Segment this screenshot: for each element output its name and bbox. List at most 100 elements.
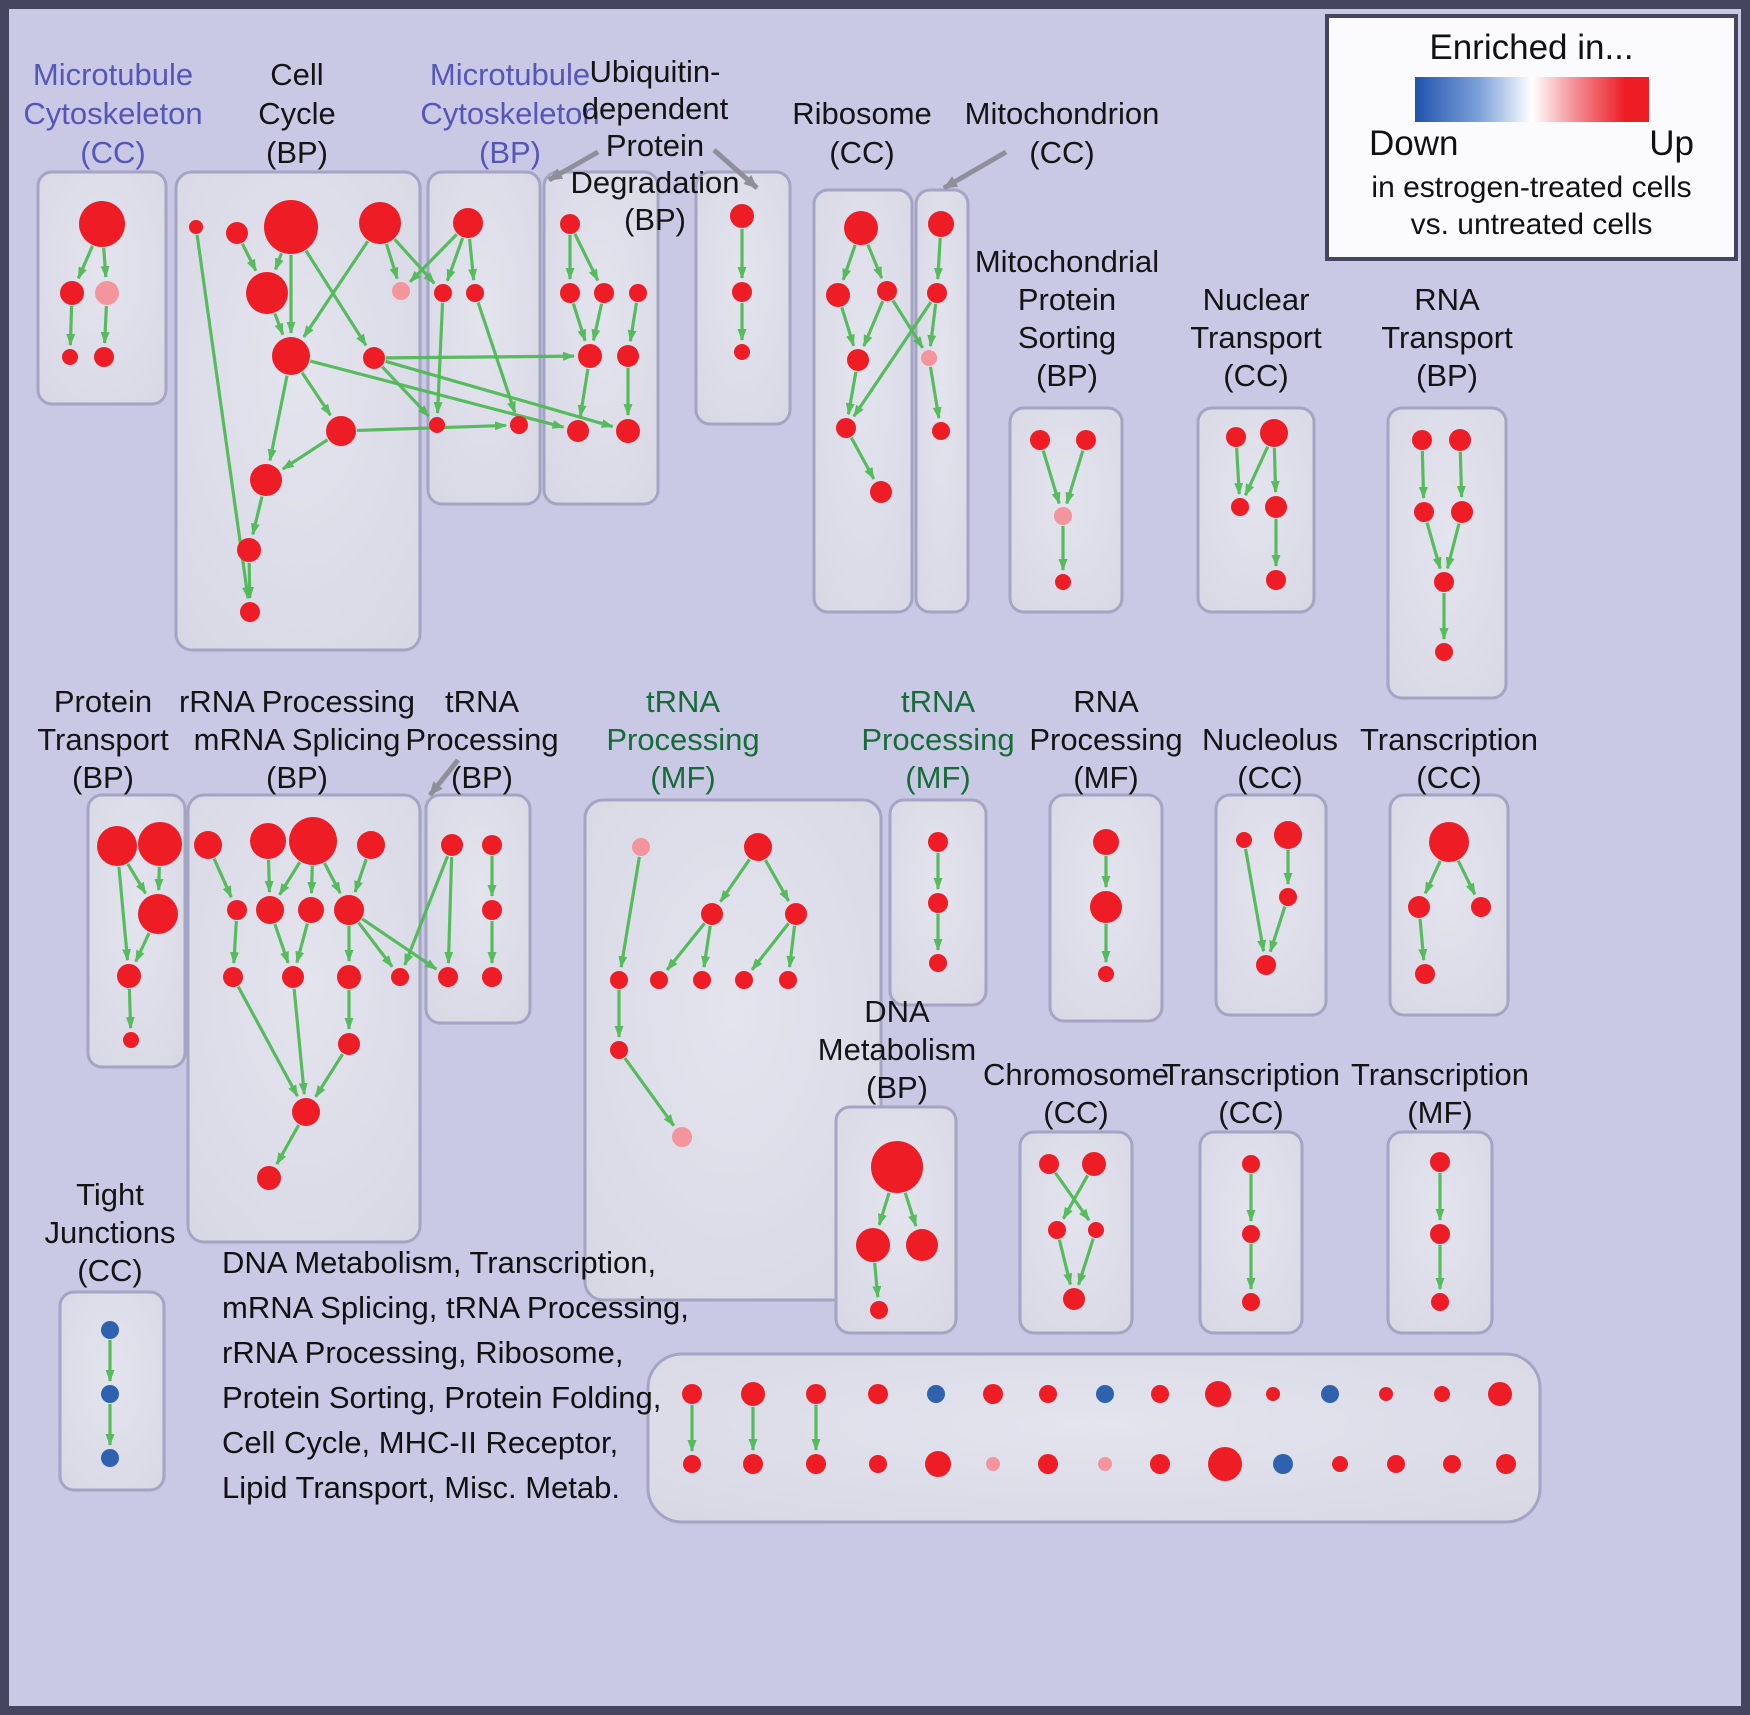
go-node-chromosome_cc-0 — [1039, 1154, 1059, 1174]
edge-arrow — [273, 923, 290, 964]
edge-arrow — [468, 238, 478, 282]
edge-arrow — [852, 301, 933, 418]
go-node-ubiquitin_bp-2 — [560, 283, 580, 303]
go-node-microtubule_bp-1 — [434, 284, 452, 302]
go-node-misc-8 — [983, 1384, 1003, 1404]
edge-arrow — [840, 306, 856, 347]
go-node-chromosome_cc-1 — [1082, 1152, 1106, 1176]
go-node-misc-15 — [1379, 1387, 1393, 1401]
edge-arrow — [933, 237, 943, 281]
go-node-microtubule_bp-2 — [466, 284, 484, 302]
edge-arrow — [100, 247, 110, 279]
go-node-protein_transport-4 — [123, 1032, 139, 1048]
go-node-mitochondrion_cc-0 — [928, 211, 954, 237]
go-node-protein_transport-2 — [138, 894, 178, 934]
go-node-cell_cycle-10 — [237, 538, 261, 562]
go-node-trna_bp-2 — [482, 900, 502, 920]
group-box-rna_transport — [1386, 406, 1508, 700]
go-node-misc-7 — [927, 1385, 945, 1403]
go-node-rrna_mrna-14 — [257, 1166, 281, 1190]
go-node-misc-22 — [1098, 1457, 1112, 1471]
nodes-layer — [60, 200, 1516, 1481]
go-node-misc-3 — [743, 1454, 763, 1474]
go-node-microtubule_cc-2 — [95, 281, 119, 305]
go-node-chromosome_cc-3 — [1088, 1222, 1104, 1238]
go-node-rrna_mrna-2 — [289, 817, 337, 865]
edge-arrow — [1041, 450, 1061, 505]
edge-arrow — [786, 925, 797, 969]
edge-arrow — [627, 302, 639, 343]
go-node-trna_bp-3 — [438, 967, 458, 987]
edge-arrow — [444, 856, 454, 965]
annotation-arrow — [712, 148, 759, 190]
go-node-misc-14 — [1321, 1385, 1339, 1403]
group-label-ribosome_cc: Ribosome(CC) — [792, 96, 932, 170]
edge-arrow — [877, 1192, 891, 1226]
go-node-rna_transport-5 — [1435, 643, 1453, 661]
edge-arrow — [618, 856, 641, 969]
go-node-transcription_mf-2 — [1431, 1293, 1449, 1311]
group-box-nuclear_transport — [1196, 406, 1316, 614]
go-node-mitochondrion_cc-3 — [932, 422, 950, 440]
legend-up-label: Up — [1649, 124, 1694, 163]
edge-arrow — [1061, 1174, 1090, 1220]
caption-line: Cell Cycle, MHC-II Receptor, — [222, 1425, 619, 1460]
edge-arrow — [273, 312, 285, 336]
annotation-arrow — [942, 149, 1008, 191]
go-node-rna_processing_mf-0 — [1093, 829, 1119, 855]
go-node-misc-19 — [925, 1451, 951, 1477]
go-node-ribosome_cc-2 — [877, 281, 897, 301]
edge-arrow — [1065, 450, 1085, 505]
caption-line: DNA Metabolism, Transcription, — [222, 1245, 657, 1280]
go-node-trna_mf_big-0 — [632, 838, 650, 856]
go-node-nucleolus-1 — [1274, 821, 1302, 849]
edge-arrow — [891, 299, 924, 349]
go-node-misc-2 — [741, 1382, 765, 1406]
edge-arrow — [701, 925, 712, 969]
edge-arrow — [1445, 523, 1461, 570]
go-node-transcription_cc_bottom-2 — [1242, 1293, 1260, 1311]
go-node-dna_metabolism-0 — [871, 1141, 923, 1193]
go-node-rna_transport-1 — [1449, 429, 1471, 451]
go-node-mitochondrion_cc-2 — [921, 350, 937, 366]
group-box-chromosome_cc — [1018, 1130, 1134, 1335]
go-node-ribosome_cc-3 — [847, 349, 869, 371]
go-node-ribosome_cc-5 — [870, 481, 892, 503]
edge-arrow — [361, 917, 438, 971]
go-node-trna_mf_big-10 — [672, 1127, 692, 1147]
go-node-transcription_mf-1 — [1430, 1224, 1450, 1244]
go-node-mito_protein_sorting-2 — [1054, 507, 1072, 525]
edge-arrow — [240, 243, 258, 272]
group-label-mitochondrion_cc: Mitochondrion(CC) — [965, 96, 1160, 170]
go-node-rna_transport-3 — [1451, 501, 1473, 523]
go-node-ribosome_cc-4 — [836, 418, 856, 438]
edge-arrow — [353, 858, 368, 893]
edge-arrow — [125, 988, 135, 1030]
go-node-trna_mf_small-1 — [928, 893, 948, 913]
go-node-microtubule_bp-4 — [510, 416, 528, 434]
edge-arrow — [302, 240, 370, 338]
edge-arrow — [66, 305, 76, 347]
misc-group-caption: DNA Metabolism, Transcription, mRNA Spli… — [222, 1240, 689, 1510]
go-node-microtubule_bp-0 — [453, 208, 483, 238]
annotation-arrow — [428, 758, 460, 797]
group-label-chromosome_cc: Chromosome(CC) — [983, 1057, 1169, 1130]
edge-arrow — [573, 233, 600, 282]
edge-arrow — [134, 932, 151, 963]
go-node-rna_transport-2 — [1414, 502, 1434, 522]
go-node-rna_transport-0 — [1412, 430, 1432, 450]
edge-arrow — [126, 863, 147, 895]
edge-arrow — [591, 303, 604, 342]
go-node-trna_bp-1 — [482, 835, 502, 855]
edge-arrow — [1234, 447, 1244, 496]
